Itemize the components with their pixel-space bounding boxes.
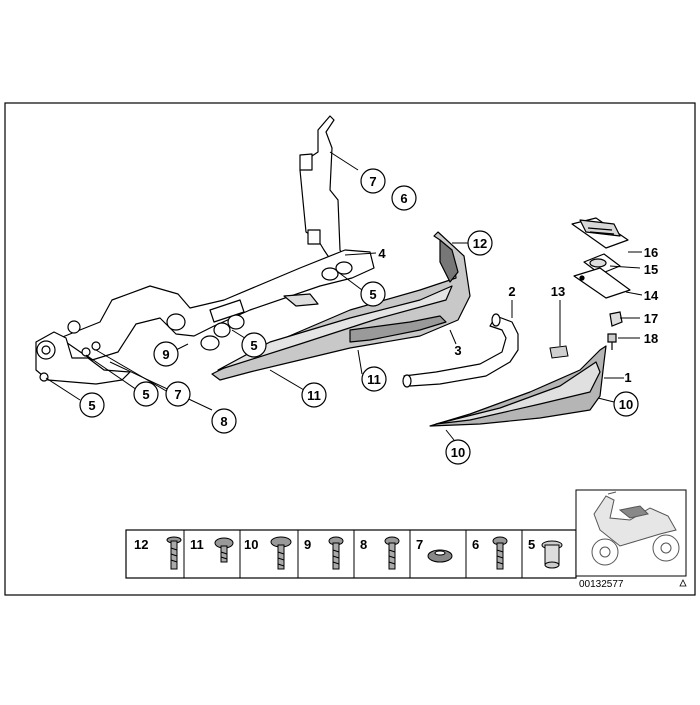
screw-12-icon [166,536,182,570]
reference-code: 00132577 [579,579,624,590]
screw-8-icon [384,536,400,570]
callout-circle [613,391,639,417]
callouts: 7 6 4 12 5 5 9 5 5 7 8 11 11 3 2 13 16 1… [79,168,659,465]
callout-10a: 10 [619,397,633,412]
callout-1: 1 [624,370,631,385]
callout-circle [79,392,105,418]
callout-14: 14 [644,288,659,303]
callout-7b: 7 [174,387,181,402]
callout-8: 8 [220,414,227,429]
callout-circle [467,230,493,256]
callout-18: 18 [644,331,658,346]
callout-2: 2 [508,284,515,299]
side-panel [211,231,471,381]
leader-lines [45,151,643,441]
callout-13: 13 [551,284,565,299]
strip-label-12: 12 [134,537,148,552]
callout-circle [301,382,327,408]
callout-5b: 5 [250,338,257,353]
callout-circle [153,341,179,367]
rubber-pad [549,345,569,359]
screw-6-icon [492,536,508,570]
callout-3: 3 [454,343,461,358]
callout-15: 15 [644,262,658,277]
callout-5c: 5 [88,398,95,413]
strip-label-10: 10 [244,537,258,552]
callout-circle [133,381,159,407]
callout-11a: 11 [307,388,321,403]
strip-label-7: 7 [416,537,423,552]
trim-strip [429,345,607,427]
strip-label-9: 9 [304,537,311,552]
callout-5a: 5 [369,287,376,302]
catch-assembly [571,217,631,299]
screw-9-icon [328,536,344,570]
bushing-5-icon [541,540,563,569]
nut-and-screw [607,311,623,350]
motorcycle-thumbnail: 00132577 [575,489,687,590]
callout-circle [241,332,267,358]
warning-triangle-icon [679,579,687,587]
grab-rail-pipe [402,313,519,388]
subframe-carrier [35,115,375,385]
callout-circle [360,281,386,307]
callout-5d: 5 [142,387,149,402]
screw-10-icon [270,536,292,570]
callout-circle [360,168,386,194]
washer-7-icon [427,549,453,563]
callout-6a: 6 [400,191,407,206]
screw-11-icon [214,537,234,563]
callout-7a: 7 [369,174,376,189]
strip-label-5: 5 [528,537,535,552]
callout-circle [361,366,387,392]
callout-16: 16 [644,245,658,260]
hardware-strip: 12 11 10 9 8 7 6 5 [125,529,577,579]
strip-label-6: 6 [472,537,479,552]
callout-17: 17 [644,311,658,326]
callout-circle [445,439,471,465]
callout-11b: 11 [367,372,381,387]
callout-12a: 12 [473,236,487,251]
callout-9: 9 [162,347,169,362]
diagram-frame [4,102,696,596]
callout-circle [165,381,191,407]
callout-circle [211,408,237,434]
strip-label-8: 8 [360,537,367,552]
callout-4: 4 [378,246,386,261]
callout-circle [391,185,417,211]
callout-10b: 10 [451,445,465,460]
strip-label-11: 11 [190,537,204,552]
